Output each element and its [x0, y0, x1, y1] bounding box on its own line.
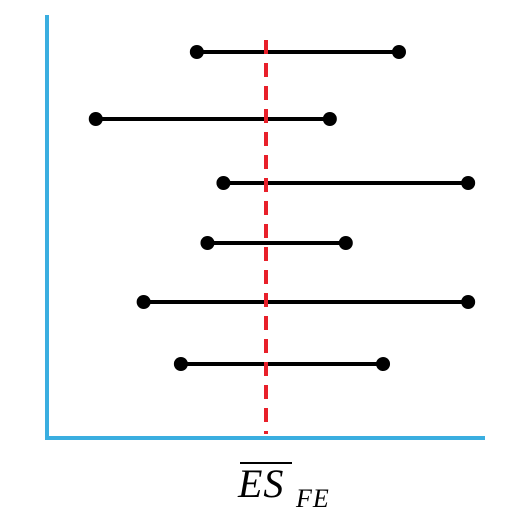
interval-high-point: [461, 176, 476, 190]
interval-low-point: [173, 357, 188, 371]
interval-high-point: [322, 112, 337, 126]
interval-low-point: [200, 236, 215, 250]
interval-low-point: [216, 176, 231, 190]
pooled-estimate-label: ES FE: [236, 458, 356, 518]
interval-high-point: [392, 45, 406, 59]
confidence-intervals: [88, 45, 476, 371]
interval-high-point: [461, 295, 476, 309]
interval-low-point: [88, 112, 103, 126]
overline: [240, 462, 292, 464]
pooled-estimate-label-main: ES: [238, 461, 285, 506]
pooled-estimate-label-subscript: FE: [296, 484, 330, 513]
interval-high-point: [376, 357, 391, 371]
interval-low-point: [189, 45, 204, 59]
axes: [45, 15, 485, 440]
interval-high-point: [338, 236, 353, 250]
interval-low-point: [136, 295, 151, 309]
